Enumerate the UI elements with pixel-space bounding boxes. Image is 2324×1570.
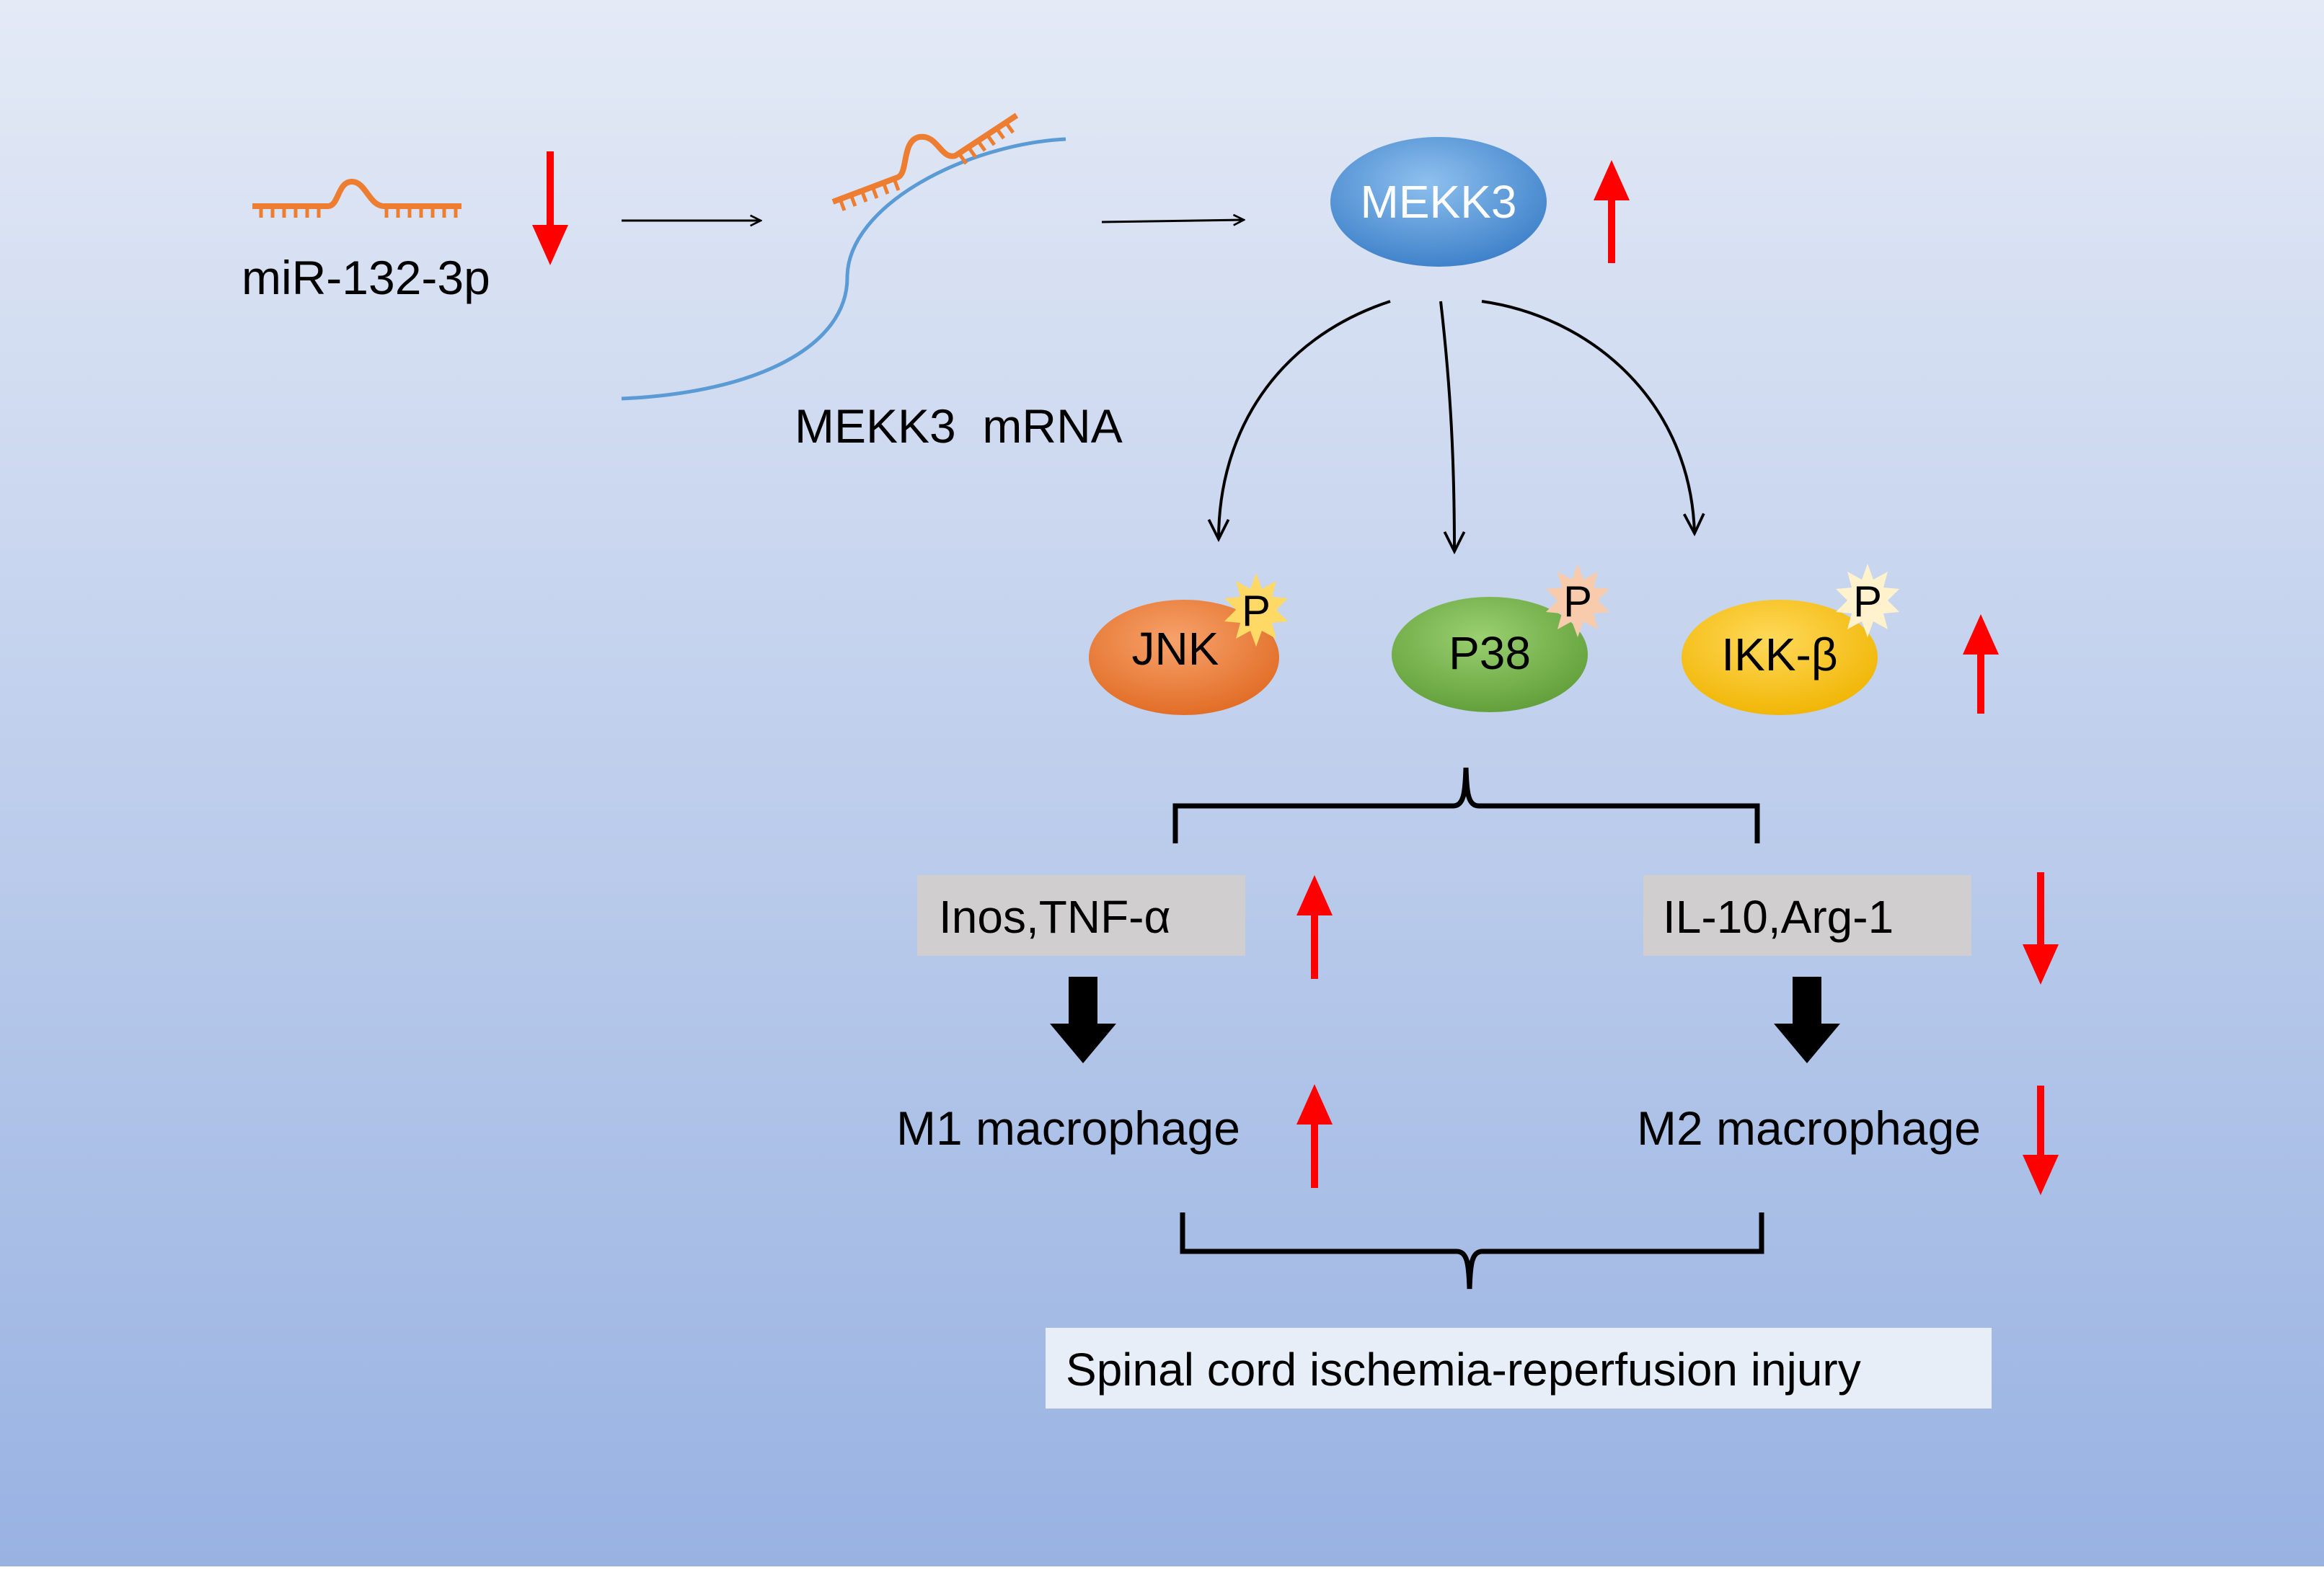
m1-macrophage-up-arrow-icon: [1296, 1084, 1333, 1188]
ikk-beta-phosphorylation-badge-icon: P: [1836, 564, 1899, 637]
arrow-mekk3-to-p38: [1439, 301, 1454, 551]
m1-markers-box: Inos,TNF-α: [917, 875, 1245, 956]
mekk3-label: MEKK3: [1361, 176, 1517, 228]
ikk-beta-node: IKK-β: [1682, 600, 1878, 715]
p38-phosphorylation-badge-icon: P: [1546, 564, 1609, 637]
p38-phospho-label: P: [1563, 577, 1592, 626]
kinases-up-arrow-icon: [1963, 614, 1999, 714]
p38-node: P38: [1392, 597, 1588, 712]
mrna-label: MEKK3 mRNA: [795, 399, 1123, 453]
arrow-mekk3-to-jnk: [1219, 300, 1391, 539]
m1-markers-label: Inos,TNF-α: [939, 891, 1170, 943]
m1-macrophage-label: M1 macrophage: [896, 1101, 1240, 1155]
arrow-mrna-to-mekk3: [1101, 220, 1244, 222]
m1-markers-up-arrow-icon: [1296, 875, 1333, 979]
mekk3-node: MEKK3: [1330, 137, 1547, 267]
ikk-beta-label: IKK-β: [1721, 629, 1837, 680]
p38-label: P38: [1449, 627, 1531, 679]
macrophage-brace: [1180, 1212, 1764, 1290]
jnk-node: JNK: [1089, 600, 1279, 715]
m2-markers-label: IL-10,Arg-1: [1663, 891, 1894, 943]
mekk3-up-arrow-icon: [1594, 160, 1630, 263]
outcome-box: Spinal cord ischemia-reperfusion injury: [1046, 1328, 1992, 1409]
arrow-mekk3-to-ikk: [1481, 300, 1695, 533]
jnk-phospho-label: P: [1242, 587, 1271, 635]
jnk-phosphorylation-badge-icon: P: [1224, 573, 1288, 647]
m1-differentiation-arrow-icon: [1050, 977, 1116, 1063]
kinases-brace: [1172, 767, 1760, 843]
mirna-label: miR-132-3p: [242, 251, 490, 304]
m2-markers-down-arrow-icon: [2023, 872, 2059, 985]
mirna-mrna-binding-icon: [621, 112, 1066, 401]
m2-macrophage-label: M2 macrophage: [1637, 1101, 1981, 1155]
m2-macrophage-down-arrow-icon: [2023, 1086, 2059, 1195]
m2-markers-box: IL-10,Arg-1: [1643, 875, 1971, 956]
outcome-label: Spinal cord ischemia-reperfusion injury: [1066, 1344, 1861, 1396]
mirna-down-arrow-icon: [532, 151, 568, 265]
microrna-icon: [252, 178, 461, 218]
ikk-beta-phospho-label: P: [1853, 577, 1882, 626]
jnk-label: JNK: [1132, 623, 1219, 675]
m2-differentiation-arrow-icon: [1774, 977, 1840, 1063]
